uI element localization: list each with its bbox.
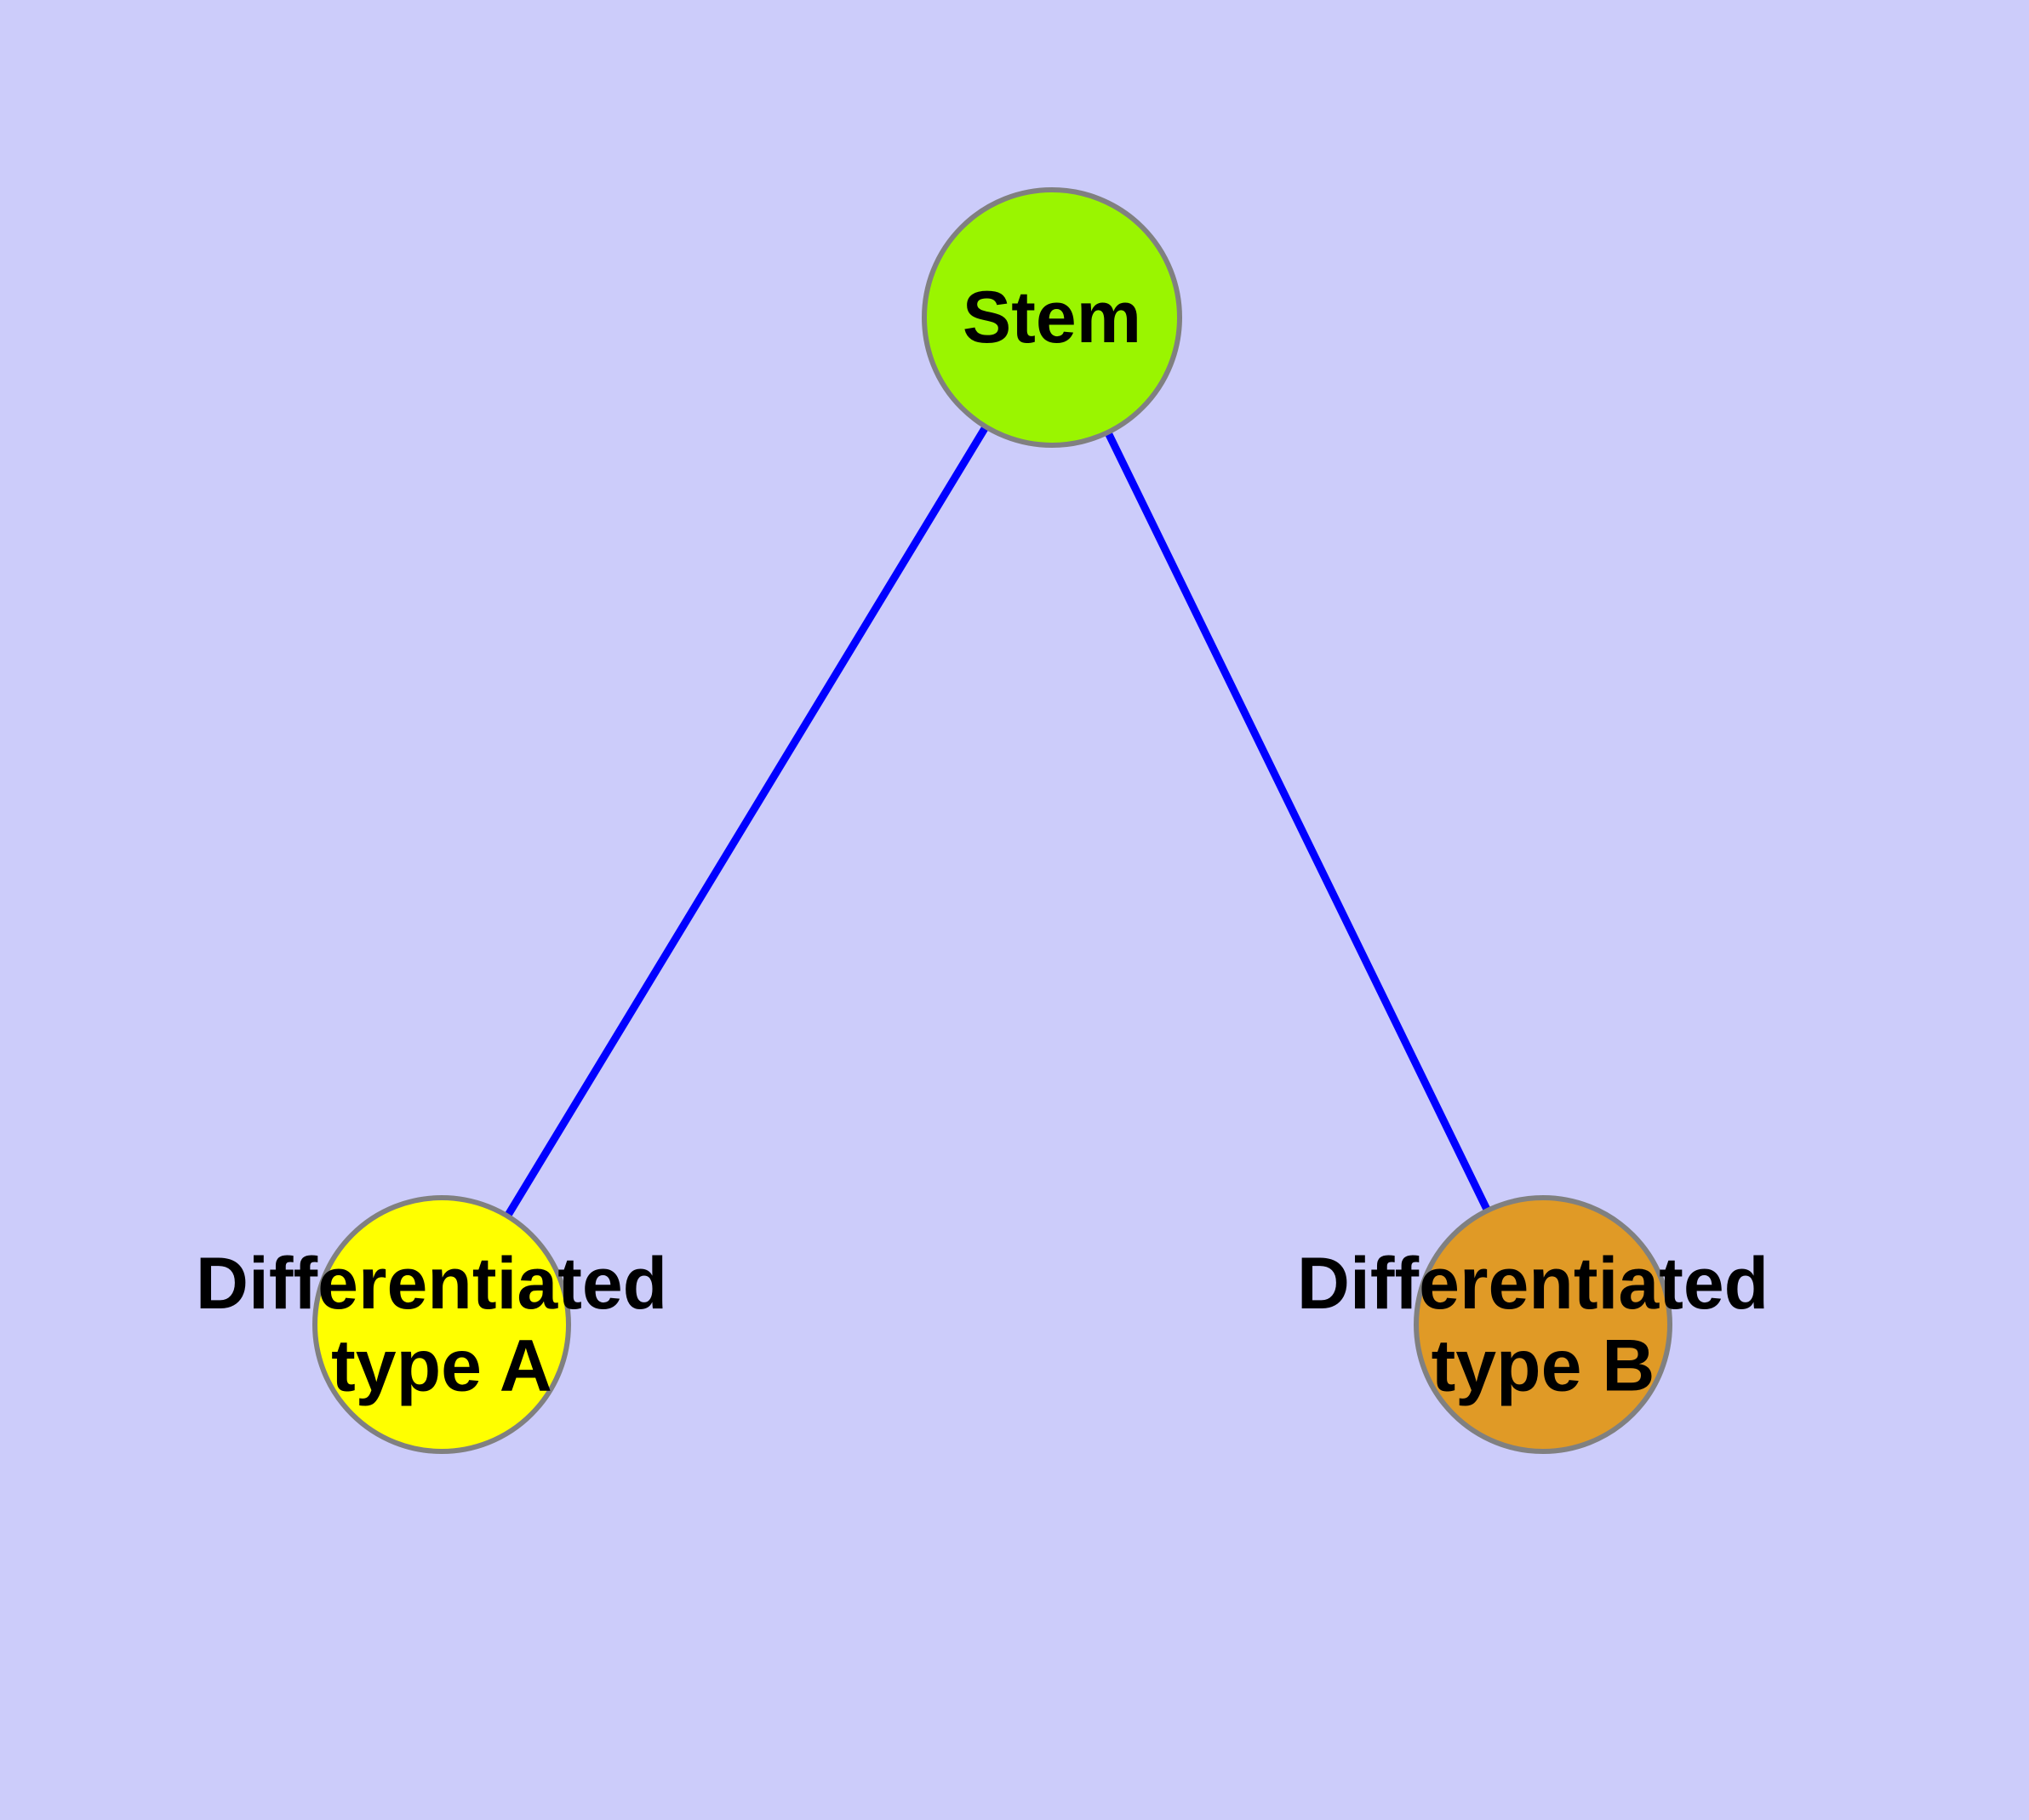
edge-stem-to-differentiated-type-a[interactable] bbox=[503, 423, 991, 1220]
node-differentiated-type-a-circle[interactable] bbox=[312, 1195, 571, 1454]
node-differentiated-type-a-label-line-2: type A bbox=[331, 1325, 552, 1406]
node-differentiated-type-a-label: Differentiated type A bbox=[196, 1243, 688, 1406]
edges-group bbox=[503, 423, 1492, 1220]
node-differentiated-type-b-label-line-2: type B bbox=[1432, 1325, 1655, 1406]
node-differentiated-type-b[interactable]: Differentiated type B bbox=[1297, 1195, 1789, 1454]
edge-stem-to-differentiated-type-b[interactable] bbox=[1103, 429, 1492, 1214]
node-differentiated-type-b-label-line-1: Differentiated bbox=[1297, 1243, 1769, 1325]
node-differentiated-type-a[interactable]: Differentiated type A bbox=[196, 1195, 688, 1454]
node-differentiated-type-a-label-line-1: Differentiated bbox=[196, 1243, 667, 1325]
node-stem-circle[interactable] bbox=[922, 187, 1182, 448]
node-differentiated-type-b-circle[interactable] bbox=[1414, 1195, 1672, 1454]
node-stem[interactable]: Stem bbox=[922, 187, 1182, 448]
node-differentiated-type-b-label: Differentiated type B bbox=[1297, 1243, 1789, 1406]
node-stem-label: Stem bbox=[963, 277, 1141, 358]
node-stem-label-line-1: Stem bbox=[963, 277, 1141, 358]
